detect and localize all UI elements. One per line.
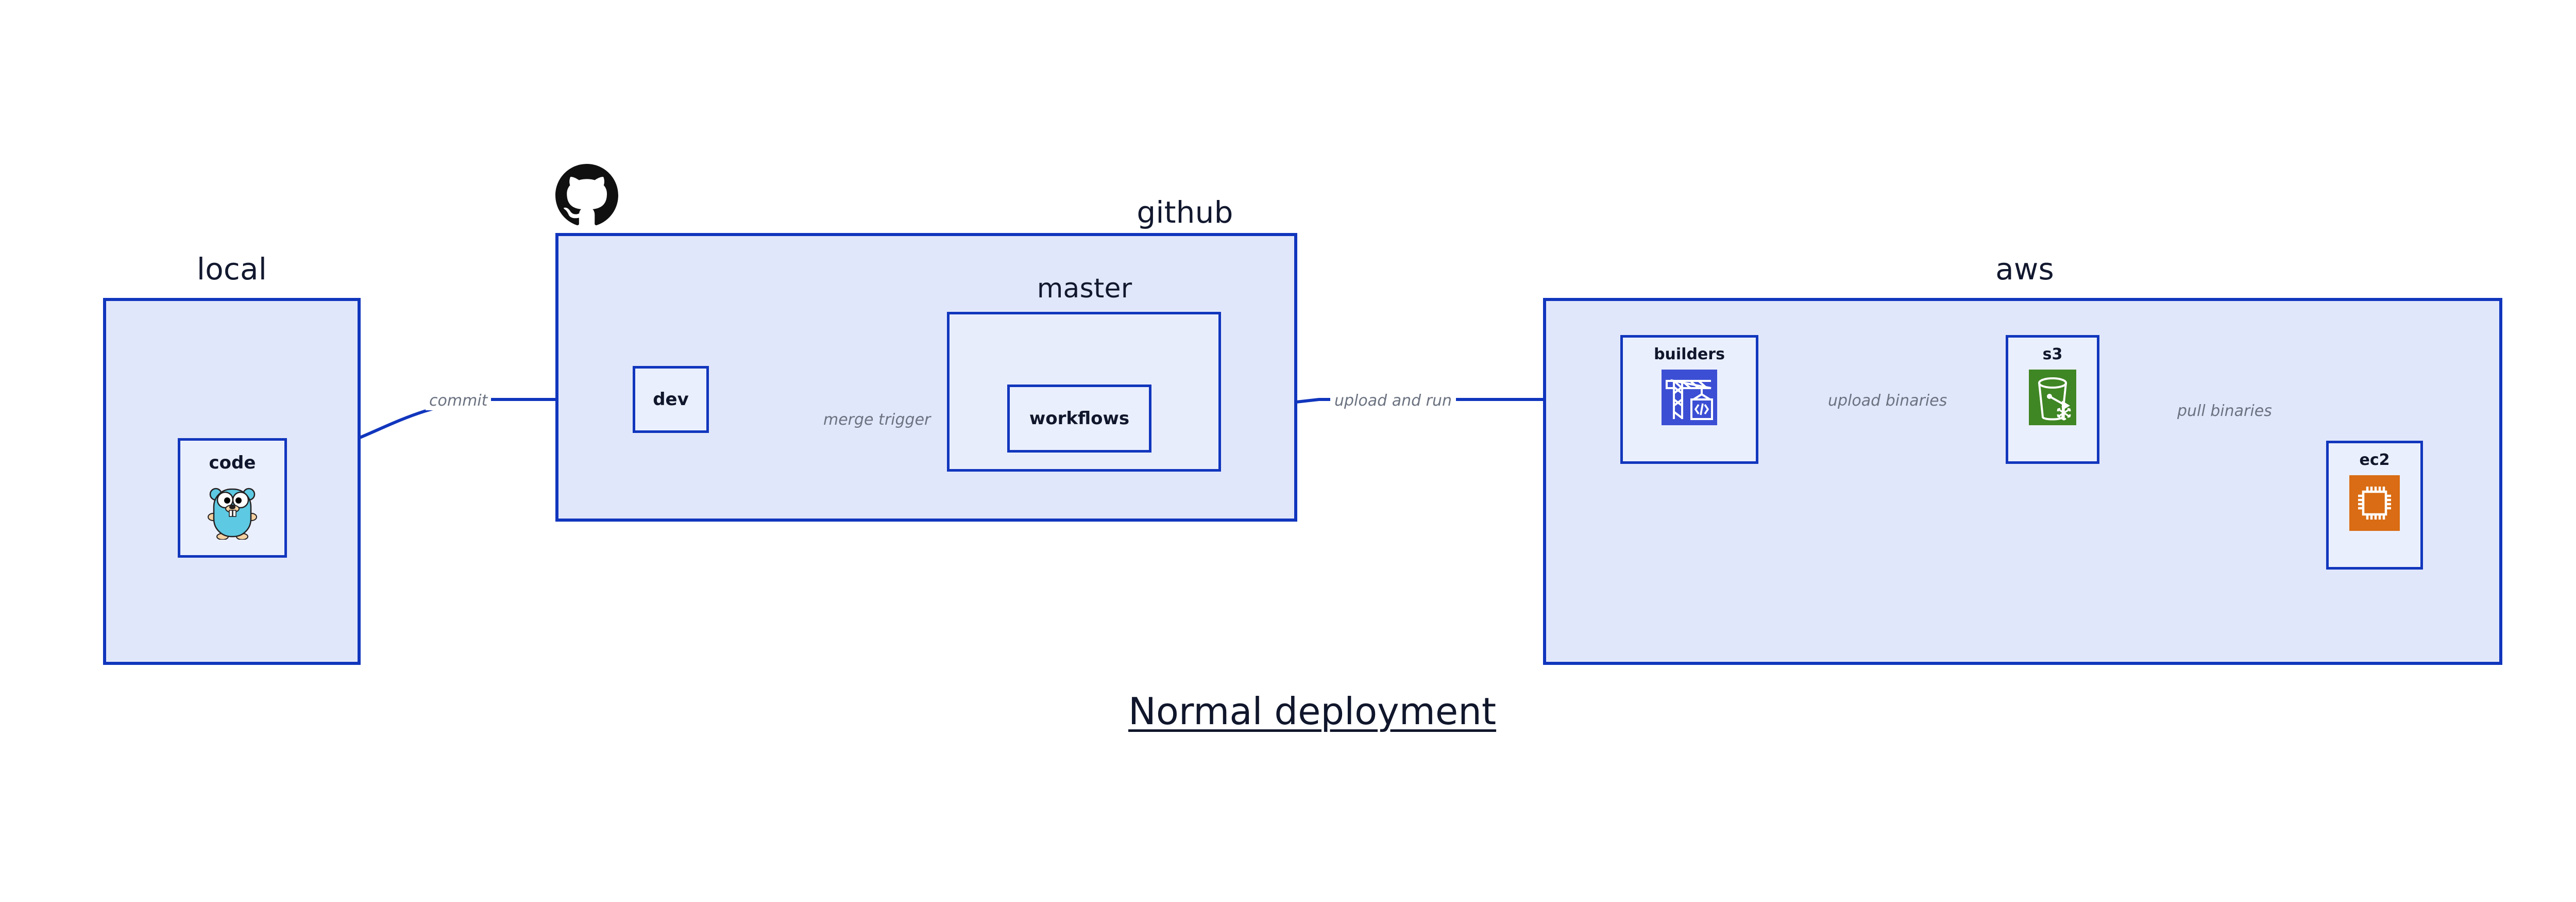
aws-codebuild-crane-icon xyxy=(1662,370,1717,425)
edge-label-merge-trigger: merge trigger xyxy=(819,411,935,429)
node-code[interactable]: code xyxy=(178,438,287,558)
group-label-local: local xyxy=(196,252,267,287)
group-label-github: github xyxy=(1137,195,1233,230)
group-label-master: master xyxy=(1037,273,1132,304)
node-label-builders: builders xyxy=(1654,345,1725,363)
node-ec2[interactable]: ec2 xyxy=(2326,441,2423,570)
node-dev[interactable]: dev xyxy=(633,366,709,433)
node-builders[interactable]: builders xyxy=(1620,335,1758,464)
node-label-code: code xyxy=(209,453,256,473)
aws-ec2-chip-icon xyxy=(2349,475,2400,531)
diagram-title: Normal deployment xyxy=(1128,690,1497,733)
group-label-aws: aws xyxy=(1995,252,2054,287)
aws-s3-bucket-icon xyxy=(2029,370,2076,425)
node-label-dev: dev xyxy=(653,389,689,410)
node-label-s3: s3 xyxy=(2042,345,2063,363)
edge-label-upload-and-run: upload and run xyxy=(1330,392,1456,410)
node-s3[interactable]: s3 xyxy=(2006,335,2099,464)
edge-label-commit: commit xyxy=(426,392,492,410)
github-octocat-logo xyxy=(555,164,618,227)
edge-label-upload-binaries: upload binaries xyxy=(1824,392,1952,410)
edge-label-pull-binaries: pull binaries xyxy=(2173,402,2276,421)
node-workflows[interactable]: workflows xyxy=(1007,385,1151,453)
node-label-workflows: workflows xyxy=(1029,408,1130,429)
node-label-ec2: ec2 xyxy=(2359,451,2390,469)
go-gopher-icon xyxy=(206,483,259,540)
